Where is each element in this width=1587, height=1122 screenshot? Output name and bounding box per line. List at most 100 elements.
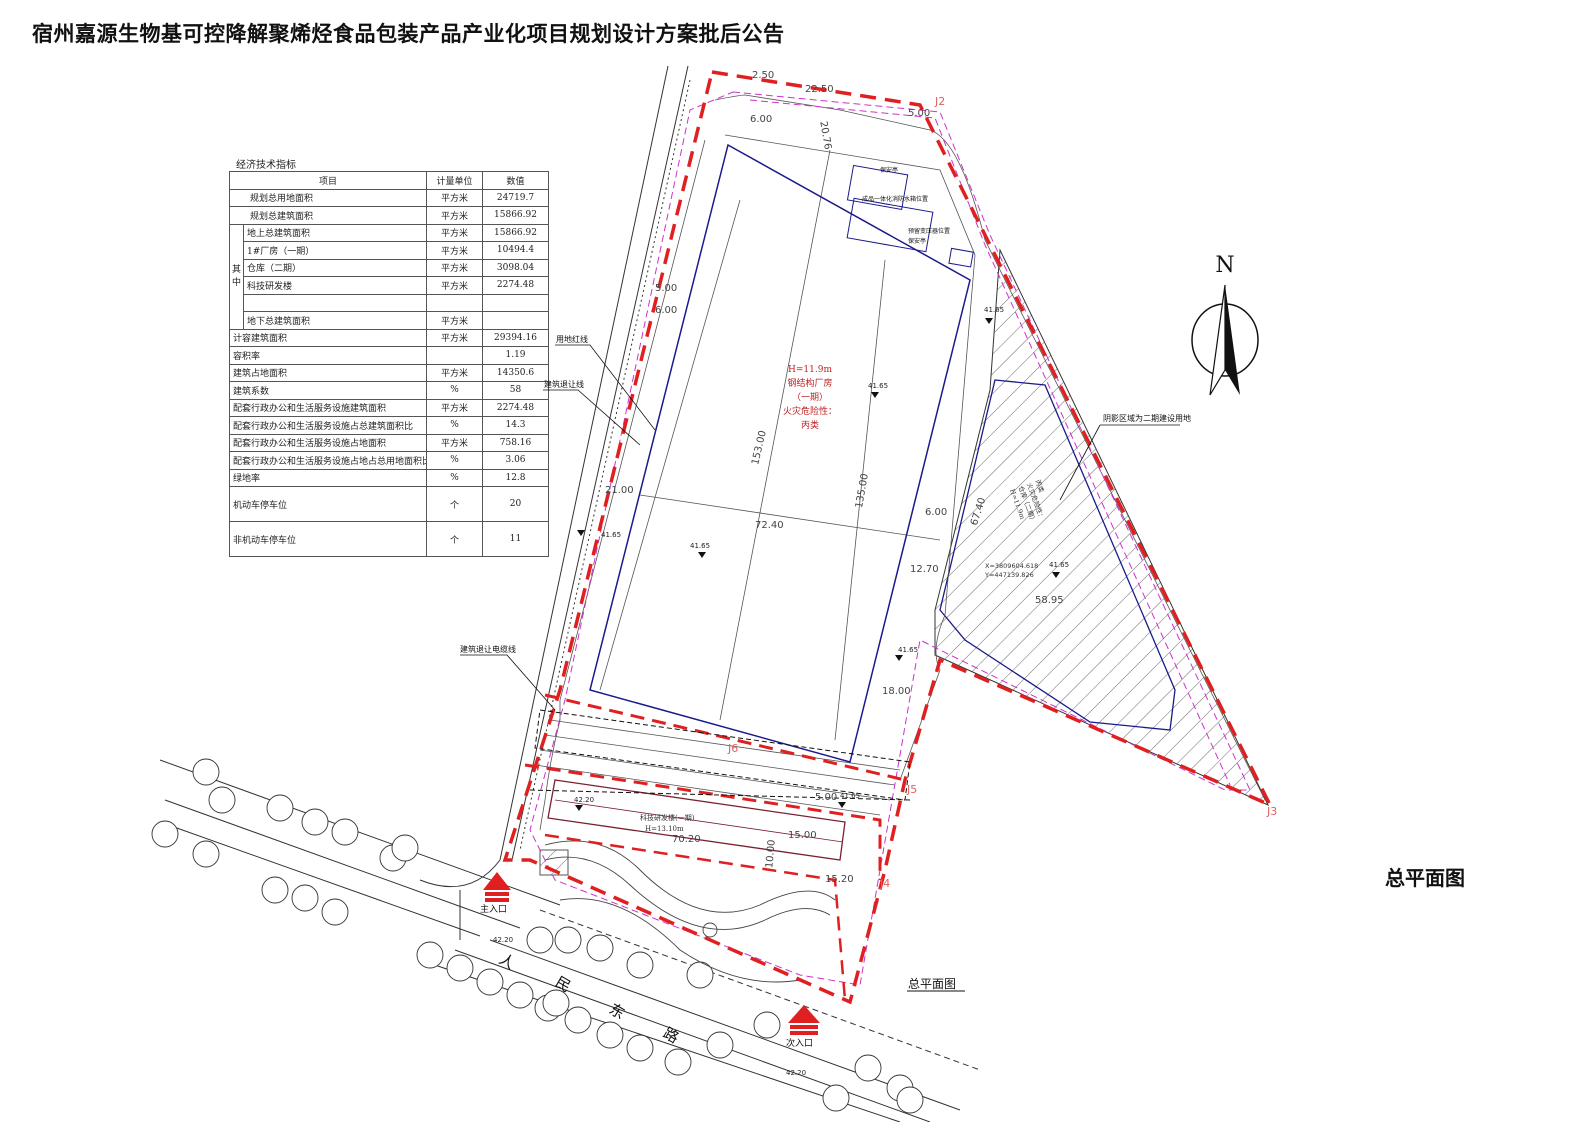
tree-icon [192, 840, 220, 868]
elev-warehouse: 41.65 [1049, 561, 1069, 569]
elev-northeast: 41.65 [984, 306, 1004, 314]
dim-12-70: 12.70 [910, 564, 939, 575]
road-name-char: 路 [660, 1024, 682, 1047]
dim-2-50: 2.50 [752, 70, 774, 81]
coord-y: Y=447139.826 [984, 571, 1034, 579]
tree-icon [706, 1031, 734, 1059]
factory-building-outline [589, 143, 971, 763]
point-j6: J6 [727, 742, 738, 755]
dim-153-00: 153.00 [750, 429, 769, 466]
tree-icon [542, 989, 570, 1017]
dim-6-00b: 6.00 [925, 507, 947, 518]
transformer-note: 预留变压器位置 [908, 227, 950, 235]
tree-icon [564, 1006, 592, 1034]
warehouse-class: 丙类 [1033, 478, 1046, 494]
dim-15-00: 15.00 [788, 830, 817, 841]
property-red-line-south [524, 763, 882, 880]
page-title: 宿州嘉源生物基可控降解聚烯烃食品包装产品产业化项目规划设计方案批后公告 [32, 22, 785, 46]
red-line-segment [544, 833, 847, 1001]
elev-second-gate: 42.20 [786, 1069, 806, 1077]
dim-58-95: 58.95 [1035, 595, 1064, 606]
tree-icon [476, 968, 504, 996]
dim-20-76: 20.76 [817, 120, 833, 150]
dim-10-00: 10.00 [764, 839, 777, 868]
road-name-char: 东 [606, 1000, 628, 1023]
tree-icon [416, 941, 444, 969]
factory-class: 丙类 [801, 419, 819, 431]
elevation-markers [575, 318, 1060, 811]
dim-5-00c: 5.00 [815, 792, 837, 803]
row-unit: 个 [426, 521, 484, 557]
north-arrow-icon [1191, 284, 1259, 396]
office-height: H=13.10m [645, 825, 684, 833]
tree-icon [208, 786, 236, 814]
office-building [547, 779, 846, 861]
coord-x: X=3809604.618 [985, 562, 1038, 570]
table-row: 配套行政办公和生活服务设施占地占总用地面积比%3.06 [228, 451, 550, 470]
tree-icon [261, 876, 289, 904]
dim-5-00: 5.00 [908, 108, 930, 119]
elev-west: 41.65 [601, 531, 621, 539]
tree-icon [596, 1021, 624, 1049]
landscape-green [539, 840, 836, 983]
row-value: 12.8 [482, 468, 550, 487]
tree-icon [391, 834, 419, 862]
cable-setback-leader-label: 建筑退让电缆线 [460, 644, 516, 654]
cable-setback-line [529, 709, 911, 801]
dim-15-20: 15.20 [825, 874, 854, 885]
second-gate-label: 次入口 [786, 1037, 813, 1049]
elev-office: 42.20 [574, 796, 594, 804]
dim-135-00: 135.00 [854, 473, 871, 509]
point-j3: J3 [1266, 805, 1277, 818]
street-trees [151, 758, 924, 1114]
dim-72-40: 72.40 [755, 520, 784, 531]
west-side-road [419, 65, 691, 940]
tree-icon [192, 758, 220, 786]
table-row: 地下总建筑面积平方米 [230, 311, 550, 330]
row-value: 2274.48 [482, 398, 550, 417]
tree-icon [822, 1084, 850, 1112]
dim-5-00b: 5.00 [655, 283, 677, 294]
elev-office-east: 41.65 [840, 792, 860, 800]
property-red-line-inner [544, 693, 906, 782]
table-row: 绿地率%12.8 [228, 468, 550, 487]
main-gate-label: 主入口 [480, 903, 507, 915]
table-header-row: 项目计量单位数值 [228, 171, 550, 190]
tree-icon [626, 1034, 654, 1062]
tree-icon [753, 1011, 781, 1039]
secondary-entrance-marker [788, 1005, 820, 1035]
row-item: 非机动车停车位 [228, 521, 428, 557]
elev-main-gate: 42.20 [493, 936, 513, 944]
setback-leader-label: 建筑退让线 [544, 379, 584, 389]
tree-icon [626, 951, 654, 979]
elev-factory-east: 41.65 [868, 382, 888, 390]
row-value: 3098.04 [482, 258, 550, 277]
hatch-note-label: 阴影区域为二期建设用地 [1103, 413, 1191, 423]
tree-icon [446, 954, 474, 982]
fire-pool-note: 成品一体化消防水箱位置 [862, 195, 928, 203]
plan-drawing-label: 总平面图 [908, 977, 956, 991]
point-j4: J4 [879, 877, 890, 890]
tree-icon [301, 808, 329, 836]
redline-leader-label: 用地红线 [556, 334, 588, 344]
tree-icon [896, 1086, 924, 1114]
point-j2: J2 [934, 95, 945, 108]
factory-label: H=11.9m 钢结构厂房 （一期） 火灾危险性： 丙类 [783, 365, 837, 431]
north-letter: N [1215, 253, 1234, 278]
tree-icon [266, 794, 294, 822]
tree-icon [291, 884, 319, 912]
tree-icon [664, 1048, 692, 1076]
tree-icon [854, 1054, 882, 1082]
tree-icon [686, 961, 714, 989]
northeast-facility-blocks [846, 164, 974, 268]
dim-21-00: 21.00 [605, 485, 634, 496]
elev-factory-west: 41.65 [690, 542, 710, 550]
guard-note: 保安亭 [880, 166, 898, 174]
